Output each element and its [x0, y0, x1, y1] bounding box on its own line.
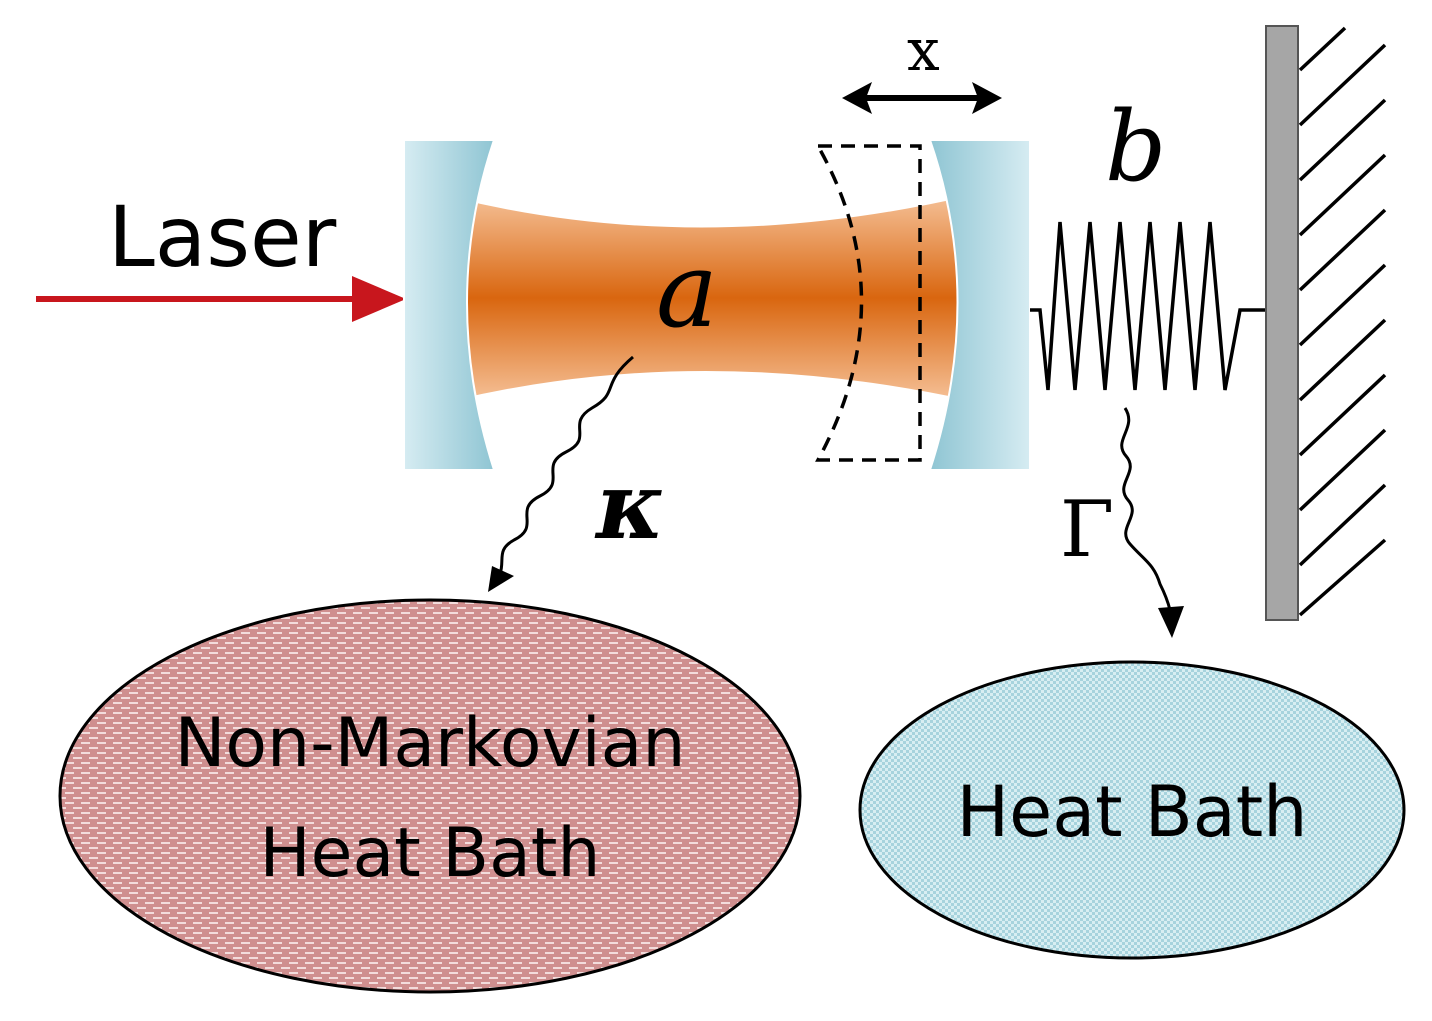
- mechanical-spring: [1030, 221, 1265, 391]
- displaced-mirror-outline: [815, 144, 922, 462]
- non-markovian-bath: [58, 598, 802, 994]
- laser-label: Laser: [108, 188, 337, 286]
- mechanical-damping-arrow: [1120, 407, 1184, 638]
- left-mirror: [403, 139, 496, 471]
- cavity-decay-arrow: [488, 355, 634, 592]
- fixed-wall: [1265, 25, 1387, 621]
- cavity-mode-label: a: [656, 229, 718, 351]
- mechanical-mode-label: b: [1105, 91, 1166, 203]
- right-bath-label: Heat Bath: [956, 771, 1307, 853]
- mechanical-heat-bath: [858, 660, 1406, 960]
- right-mirror: [928, 139, 1031, 471]
- laser-arrow: [36, 276, 406, 322]
- left-bath-label-line2: Heat Bath: [260, 814, 601, 893]
- left-bath-label-line1: Non-Markovian: [175, 704, 686, 783]
- displacement-label: x: [907, 16, 940, 84]
- displacement-arrow: [842, 82, 1002, 114]
- cavity-decay-label: κ: [594, 452, 665, 560]
- cavity-beam: [455, 196, 968, 400]
- mechanical-damping-label: Γ: [1060, 485, 1114, 575]
